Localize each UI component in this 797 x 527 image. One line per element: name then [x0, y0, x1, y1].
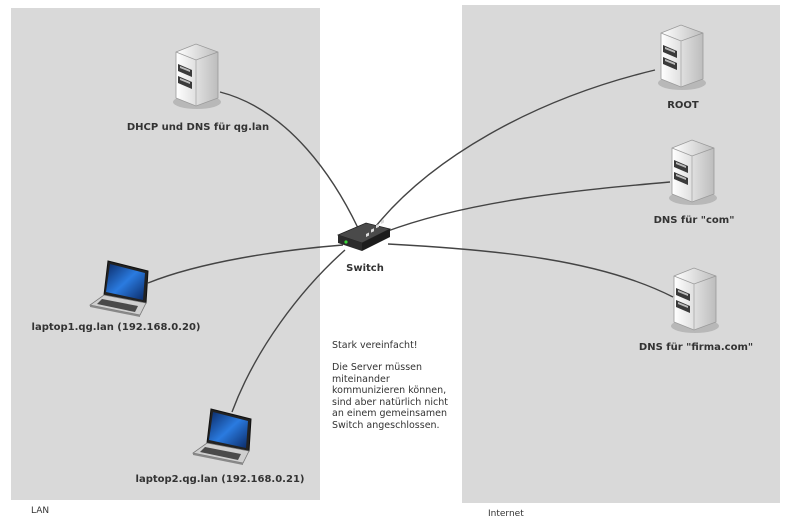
- dhcp-dns-server-icon: [172, 43, 222, 110]
- laptop1-label: laptop1.qg.lan (192.168.0.20): [32, 322, 201, 333]
- link-switch-laptop2: [231, 249, 346, 413]
- dhcp-dns-label: DHCP und DNS für qg.lan: [127, 122, 269, 133]
- internet-zone-label: Internet: [488, 509, 524, 519]
- link-switch-dns-com: [384, 181, 671, 233]
- dns-com-server-icon: [668, 139, 718, 206]
- lan-zone: [11, 8, 320, 500]
- dns-firma-server-icon: [670, 267, 720, 334]
- note-line: Switch angeschlossen.: [332, 420, 440, 431]
- dns-firma-label: DNS für "firma.com": [639, 342, 753, 353]
- note-line: kommunizieren können,: [332, 385, 446, 396]
- switch-icon: [337, 219, 391, 252]
- link-switch-laptop1: [147, 244, 344, 284]
- link-switch-dns-firma: [387, 243, 674, 298]
- note-line: an einem gemeinsamen: [332, 408, 447, 419]
- root-label: ROOT: [667, 100, 699, 111]
- note-text: Stark vereinfacht! Die Server müssen mit…: [332, 340, 448, 431]
- switch-label: Switch: [346, 263, 384, 274]
- laptop2-label: laptop2.qg.lan (192.168.0.21): [136, 474, 305, 485]
- note-line: Stark vereinfacht!: [332, 340, 418, 351]
- note-line: miteinander: [332, 374, 390, 385]
- link-switch-dhcp: [219, 91, 359, 229]
- root-server-icon: [657, 24, 707, 91]
- note-line: Die Server müssen: [332, 362, 422, 373]
- link-switch-root: [375, 69, 656, 227]
- dns-com-label: DNS für "com": [654, 215, 735, 226]
- lan-zone-label: LAN: [31, 506, 49, 516]
- note-line: sind aber natürlich nicht: [332, 397, 448, 408]
